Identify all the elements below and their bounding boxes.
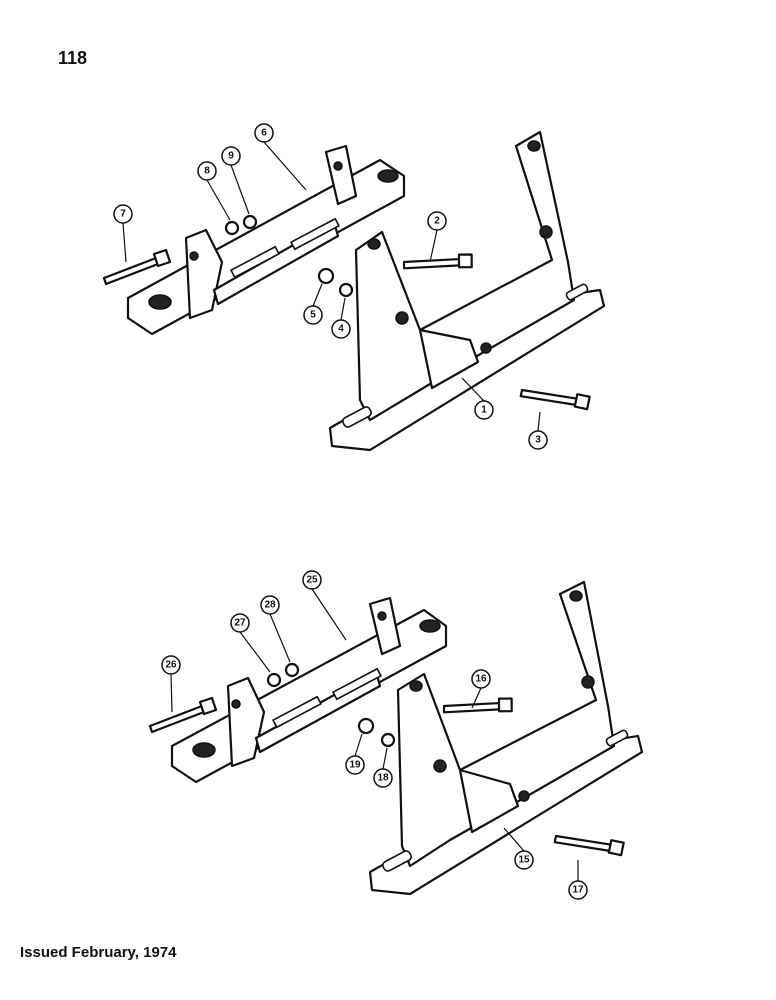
svg-text:6: 6 bbox=[261, 128, 267, 139]
callout-28: 28 bbox=[260, 595, 280, 615]
bolt-2 bbox=[401, 234, 477, 290]
callout-6: 6 bbox=[254, 123, 274, 143]
callout-17: 17 bbox=[568, 880, 588, 900]
callout-9: 9 bbox=[221, 146, 241, 166]
svg-text:26: 26 bbox=[165, 660, 177, 671]
svg-text:8: 8 bbox=[204, 166, 210, 177]
frame-15 bbox=[368, 580, 644, 896]
nut-19 bbox=[357, 717, 375, 735]
callout-8: 8 bbox=[197, 161, 217, 181]
svg-text:18: 18 bbox=[377, 773, 389, 784]
washer-4 bbox=[338, 282, 354, 298]
bracket-6 bbox=[126, 144, 406, 336]
callout-16: 16 bbox=[471, 669, 491, 689]
callout-19: 19 bbox=[345, 755, 365, 775]
callouts: 6 8 9 7 2 5 4 1 3 25 27 28 26 16 19 18 bbox=[113, 123, 588, 900]
svg-text:2: 2 bbox=[434, 216, 440, 227]
callout-2: 2 bbox=[427, 211, 447, 231]
svg-text:4: 4 bbox=[338, 324, 344, 335]
svg-text:1: 1 bbox=[481, 405, 487, 416]
bottom-assembly bbox=[148, 580, 644, 896]
callout-5: 5 bbox=[303, 305, 323, 325]
washer-8 bbox=[224, 220, 240, 236]
svg-text:15: 15 bbox=[518, 855, 530, 866]
callout-18: 18 bbox=[373, 768, 393, 788]
top-assembly bbox=[102, 130, 606, 452]
callout-7: 7 bbox=[113, 204, 133, 224]
washer-18 bbox=[380, 732, 396, 748]
svg-text:9: 9 bbox=[228, 151, 234, 162]
frame-1 bbox=[328, 130, 606, 452]
page-number: 118 bbox=[58, 48, 88, 68]
svg-text:3: 3 bbox=[535, 435, 541, 446]
washer-27 bbox=[266, 672, 282, 688]
svg-text:28: 28 bbox=[264, 600, 276, 611]
callout-4: 4 bbox=[331, 319, 351, 339]
nut-5 bbox=[317, 267, 335, 285]
issue-date-footer: Issued February, 1974 bbox=[20, 944, 177, 961]
svg-text:27: 27 bbox=[234, 618, 246, 629]
callout-25: 25 bbox=[302, 570, 322, 590]
bolt-3 bbox=[517, 364, 595, 430]
nut-9 bbox=[242, 214, 258, 230]
bolt-7 bbox=[102, 248, 172, 286]
callout-3: 3 bbox=[528, 430, 548, 450]
callout-26: 26 bbox=[161, 655, 181, 675]
svg-text:19: 19 bbox=[349, 760, 361, 771]
callout-27: 27 bbox=[230, 613, 250, 633]
svg-text:25: 25 bbox=[306, 575, 318, 586]
bracket-25 bbox=[170, 596, 448, 784]
nut-28 bbox=[284, 662, 300, 678]
svg-text:16: 16 bbox=[475, 674, 487, 685]
svg-text:7: 7 bbox=[120, 209, 126, 220]
svg-text:17: 17 bbox=[572, 885, 584, 896]
callout-1: 1 bbox=[474, 400, 494, 420]
svg-text:5: 5 bbox=[310, 310, 316, 321]
callout-15: 15 bbox=[514, 850, 534, 870]
bolt-17 bbox=[551, 810, 629, 876]
